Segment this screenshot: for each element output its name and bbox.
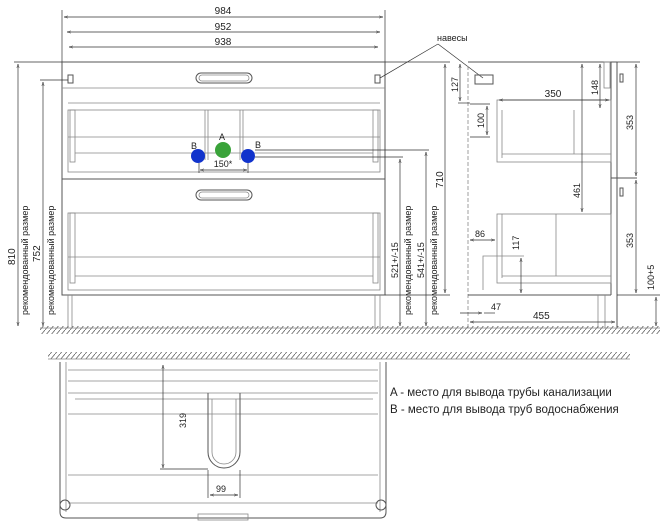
dim-100: 100 [476, 113, 486, 128]
dim-541: 541+/-15 [416, 242, 426, 278]
dim-461: 461 [572, 183, 582, 198]
hinges-label: навесы [437, 33, 468, 43]
dim-148: 148 [590, 80, 600, 95]
dim-952: 952 [215, 22, 232, 33]
legend-a: A - место для вывода трубы канализации [390, 387, 612, 399]
legend-b: B - место для вывода труб водоснабжения [390, 404, 619, 416]
side-view [467, 61, 637, 328]
hinge-side [474, 74, 494, 85]
plan-view [59, 362, 387, 521]
front-view: B A B [61, 61, 386, 328]
dim-984: 984 [215, 6, 232, 17]
drain-cutout [207, 393, 241, 469]
marker-a: A [219, 132, 225, 142]
dim-99: 99 [216, 484, 226, 494]
dim-150: 150* [214, 159, 233, 169]
dim-47: 47 [491, 302, 501, 312]
hinge-left [67, 74, 74, 84]
hinge-right [374, 74, 381, 84]
drawer-handle-top [195, 72, 253, 84]
dim-100-5: 100+5 [646, 265, 656, 290]
dim-938: 938 [215, 37, 232, 48]
dim-127: 127 [450, 77, 460, 92]
drain-point [215, 142, 231, 158]
recommended-label-752: рекомендованный размер [46, 206, 56, 315]
dim-117: 117 [511, 236, 521, 250]
drawer-handle-bottom [195, 189, 253, 201]
plan-dimensions: 319 99 [160, 365, 241, 498]
dim-455: 455 [533, 311, 550, 322]
dim-86: 86 [475, 229, 485, 239]
front-dimensions: 984 952 938 810 рекомендованный размер 7… [7, 6, 484, 326]
dim-353-top: 353 [625, 115, 635, 130]
dim-350: 350 [545, 89, 562, 100]
dim-710: 710 [435, 171, 446, 188]
dim-752: 752 [32, 245, 43, 262]
dim-319: 319 [178, 413, 188, 428]
marker-b-right: B [255, 140, 261, 150]
water-supply-point-right [241, 149, 255, 163]
marker-b-left: B [191, 141, 197, 151]
recommended-label-541: рекомендованный размер [429, 206, 439, 315]
water-supply-point-left [191, 149, 205, 163]
dim-353-bottom: 353 [625, 233, 635, 248]
recommended-label-810: рекомендованный размер [20, 206, 30, 315]
side-dimensions: 127 100 350 148 461 353 353 100+5 86 117… [450, 61, 660, 326]
recommended-label-521: рекомендованный размер [403, 206, 413, 315]
dim-810: 810 [7, 248, 18, 265]
dim-521: 521+/-15 [390, 242, 400, 278]
